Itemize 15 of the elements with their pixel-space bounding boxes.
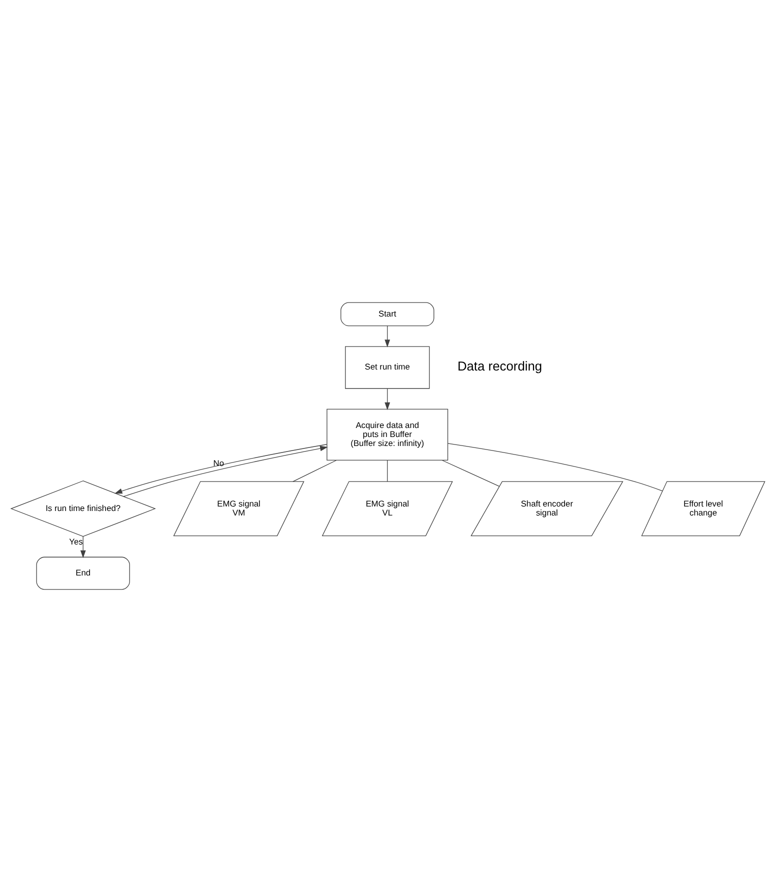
- arrow: [80, 536, 86, 558]
- connector: [292, 460, 337, 482]
- node-box: Acquire data and puts in Buffer (Buffer size: infinity): [326, 408, 448, 461]
- arrow: [384, 388, 390, 410]
- connector: [387, 460, 388, 482]
- edge-label: No: [213, 458, 224, 468]
- node-box: End: [36, 556, 130, 590]
- edge-label: Yes: [69, 536, 83, 546]
- node-box: Start: [340, 302, 434, 326]
- connector: [442, 460, 500, 487]
- connector: [448, 443, 663, 492]
- label: Data recording: [457, 358, 542, 374]
- arrow: [384, 326, 390, 348]
- node-diamond: Is run time finished?: [10, 480, 156, 537]
- node-box: Set run time: [345, 346, 430, 389]
